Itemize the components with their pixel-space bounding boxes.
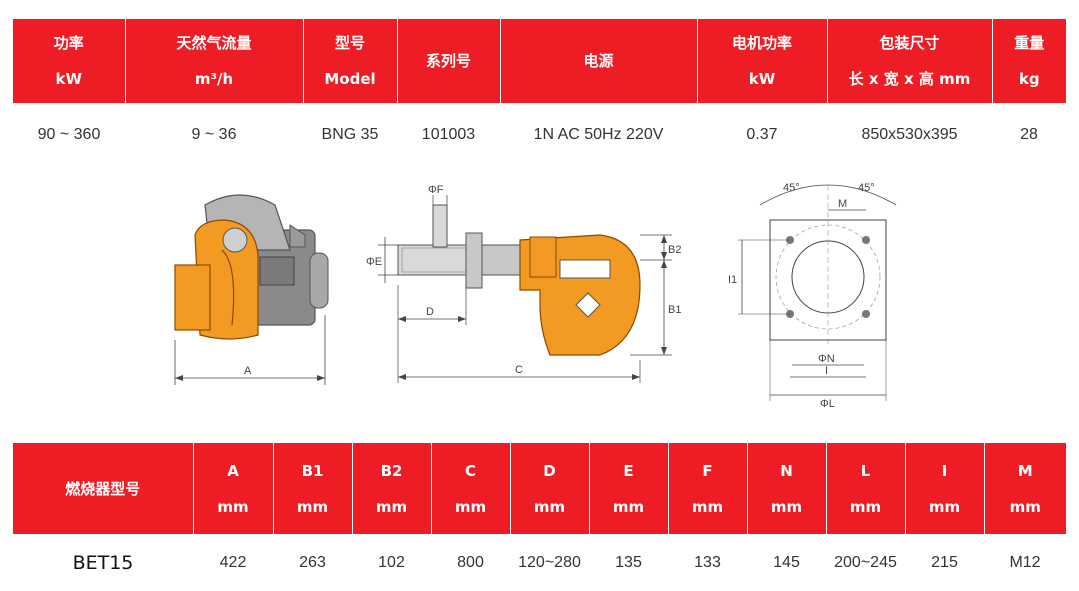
spec-cell-weight: 28 bbox=[1020, 126, 1038, 143]
dim-label-i1: I1 bbox=[728, 274, 737, 286]
dim-cell-f: 133 bbox=[694, 553, 721, 571]
dim-label-n: ΦN bbox=[818, 353, 835, 365]
spec-cell-series: 101003 bbox=[421, 126, 476, 143]
dim-label-b1: B1 bbox=[668, 304, 681, 316]
dim-cell-e: 135 bbox=[615, 553, 642, 571]
dim-cell-b2: 102 bbox=[378, 553, 405, 571]
dim-cell-l: 200~245 bbox=[834, 553, 897, 571]
spec-data-row: 90 ~ 360 9 ~ 36 BNG 35 101003 1N AC 50Hz… bbox=[13, 103, 1066, 167]
spec-cell-motor-power: 0.37 bbox=[746, 126, 778, 143]
dim-header-burner-model: 燃烧器型号 bbox=[13, 443, 194, 534]
spec-cell-model: BNG 35 bbox=[321, 126, 379, 143]
dim-cell-a: 422 bbox=[219, 553, 247, 571]
dim-label-angle-right: 45° bbox=[858, 182, 875, 194]
dim-cell-m: M12 bbox=[1009, 553, 1041, 571]
flange-view-drawing bbox=[738, 184, 897, 401]
dim-label-b2: B2 bbox=[668, 244, 681, 256]
spec-header-package-size: 包装尺寸长 x 宽 x 高 mm bbox=[827, 19, 993, 103]
spec-cell-package-size: 850x530x395 bbox=[861, 126, 958, 143]
dimension-data-row: BET15 422 263 102 800 120~280 135 133 14… bbox=[13, 534, 1066, 591]
dim-label-d: D bbox=[426, 306, 434, 318]
dim-label-angle-left: 45° bbox=[783, 182, 800, 194]
front-view-drawing bbox=[378, 195, 672, 383]
dim-cell-burner-model: BET15 bbox=[72, 551, 134, 574]
technical-drawings: A bbox=[174, 182, 897, 410]
spec-cell-power-supply: 1N AC 50Hz 220V bbox=[533, 126, 664, 143]
dim-label-m: M bbox=[838, 198, 847, 210]
dim-label-c: C bbox=[515, 364, 523, 376]
dim-cell-n: 145 bbox=[773, 553, 800, 571]
spec-cell-gas-flow: 9 ~ 36 bbox=[191, 126, 237, 143]
spec-header-power-supply: 电源 bbox=[500, 19, 698, 103]
dim-label-l: ΦL bbox=[820, 398, 835, 410]
dim-label-i: I bbox=[825, 365, 828, 377]
side-view-drawing bbox=[174, 194, 329, 385]
dim-cell-c: 800 bbox=[457, 553, 484, 571]
dim-cell-i: 215 bbox=[931, 553, 958, 571]
spec-header-series: 系列号 bbox=[397, 19, 501, 103]
dim-cell-b1: 263 bbox=[299, 553, 326, 571]
dim-label-f: ΦF bbox=[428, 184, 444, 196]
dim-label-a: A bbox=[244, 365, 252, 377]
dim-cell-d: 120~280 bbox=[518, 553, 581, 571]
dim-label-e: ΦE bbox=[366, 256, 382, 268]
spec-cell-power: 90 ~ 360 bbox=[37, 126, 101, 143]
